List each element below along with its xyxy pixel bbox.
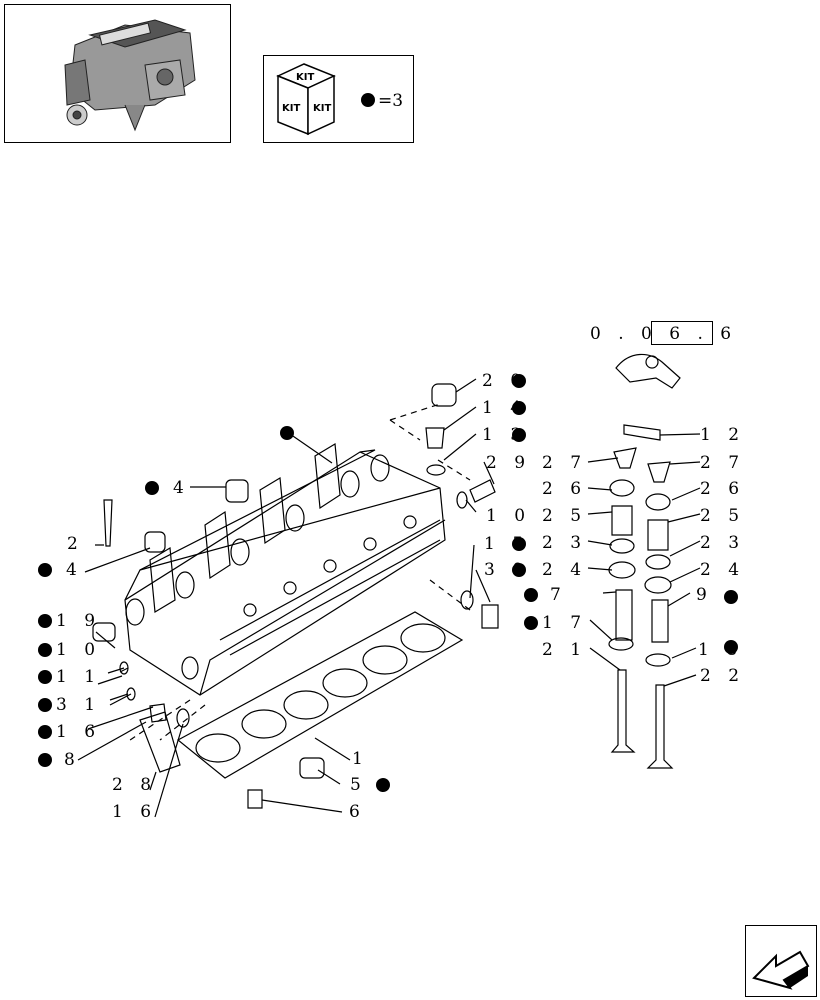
next-page-arrow-icon	[752, 950, 810, 990]
callout-31[interactable]: 3 1	[56, 695, 102, 715]
callout-27a[interactable]: 2 7	[542, 453, 588, 473]
kit-badge-right: KIT	[313, 103, 331, 114]
kit-dot-18	[724, 640, 738, 654]
cylinder-head-icon	[124, 442, 446, 696]
callout-29[interactable]: 2 9	[486, 453, 532, 473]
kit-dot-14	[512, 401, 526, 415]
kit-dot-head	[280, 426, 294, 440]
kit-cube-icon: KIT KIT KIT	[276, 63, 336, 136]
callout-28[interactable]: 2 8	[112, 775, 158, 795]
callout-10b[interactable]: 1 0	[56, 640, 102, 660]
callout-7[interactable]: 7	[550, 585, 567, 605]
kit-dot-19	[38, 614, 52, 628]
engine-thumbnail[interactable]	[4, 4, 231, 143]
callout-25b[interactable]: 2 5	[700, 506, 746, 526]
callout-19[interactable]: 1 9	[56, 611, 102, 631]
kit-dot-10b	[38, 643, 52, 657]
callout-23b[interactable]: 2 3	[700, 533, 746, 553]
callout-24a[interactable]: 2 4	[542, 560, 588, 580]
callout-6[interactable]: 6	[349, 802, 366, 822]
callout-1[interactable]: 1	[352, 749, 369, 769]
callout-22[interactable]: 2 2	[700, 666, 746, 686]
callout-5[interactable]: 5	[350, 775, 367, 795]
callout-8[interactable]: 8	[64, 750, 81, 770]
callout-23a[interactable]: 2 3	[542, 533, 588, 553]
kit-dot-8	[38, 753, 52, 767]
kit-dot-15	[512, 537, 526, 551]
reference-number[interactable]: 0 . 0 6 . 6	[590, 324, 738, 344]
callout-11[interactable]: 1 1	[56, 667, 102, 687]
callout-25a[interactable]: 2 5	[542, 506, 588, 526]
kit-dot-7	[524, 588, 538, 602]
kit-dot-31	[38, 698, 52, 712]
kit-dot-13	[512, 428, 526, 442]
kit-legend-text: =3	[378, 91, 404, 111]
callout-16a[interactable]: 1 6	[56, 722, 102, 742]
callout-10[interactable]: 1 0	[486, 506, 532, 526]
kit-badge-left: KIT	[282, 103, 300, 114]
kit-dot-17	[524, 616, 538, 630]
callout-26a[interactable]: 2 6	[542, 479, 588, 499]
callout-21[interactable]: 2 1	[542, 640, 588, 660]
callout-24b[interactable]: 2 4	[700, 560, 746, 580]
kit-dot-30	[512, 563, 526, 577]
kit-dot-9	[724, 590, 738, 604]
kit-dot-20	[512, 374, 526, 388]
callout-4b[interactable]: 4	[66, 560, 83, 580]
kit-dot-4b	[38, 563, 52, 577]
rocker-arm-icon	[615, 353, 681, 389]
kit-legend-box: KIT KIT KIT	[263, 55, 414, 143]
callout-2[interactable]: 2	[67, 534, 84, 554]
callout-27b[interactable]: 2 7	[700, 453, 746, 473]
reference-box	[651, 321, 713, 345]
next-page-button[interactable]	[745, 925, 817, 997]
callout-12[interactable]: 1 2	[700, 425, 746, 445]
kit-dot-4a	[145, 481, 159, 495]
kit-badge-top: KIT	[296, 72, 314, 83]
callout-17[interactable]: 1 7	[542, 613, 588, 633]
callout-9[interactable]: 9	[696, 585, 713, 605]
callout-4a[interactable]: 4	[173, 478, 190, 498]
kit-dot-marker	[361, 93, 375, 107]
callout-16b[interactable]: 1 6	[112, 802, 158, 822]
kit-dot-11	[38, 670, 52, 684]
head-gasket-icon	[176, 611, 464, 779]
kit-dot-5	[376, 778, 390, 792]
engine-thumbnail-icon	[64, 19, 196, 132]
kit-dot-16a	[38, 725, 52, 739]
callout-26b[interactable]: 2 6	[700, 479, 746, 499]
